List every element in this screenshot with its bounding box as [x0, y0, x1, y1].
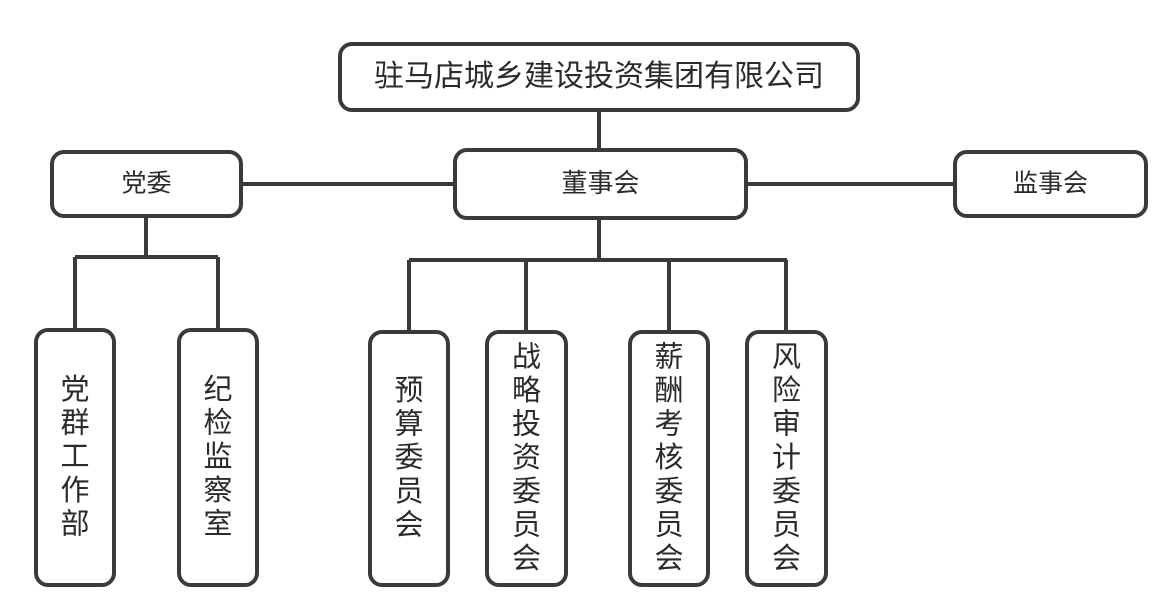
node-compensation_assessment_committee[interactable]: 薪酬考核委员会 [628, 330, 710, 587]
node-label-strategic_investment_committee: 战略投资委员会 [512, 340, 541, 575]
node-risk_audit_committee[interactable]: 风险审计委员会 [745, 330, 828, 587]
node-box-compensation_assessment_committee[interactable] [628, 330, 710, 587]
node-box-discipline_inspection_office[interactable] [177, 328, 259, 587]
node-box-board_of_supervisors[interactable] [953, 150, 1148, 218]
node-party_mass_work_dept[interactable]: 党群工作部 [34, 328, 116, 587]
node-box-root[interactable] [338, 42, 860, 112]
node-label-discipline_inspection_office: 纪检监察室 [203, 373, 232, 541]
node-box-strategic_investment_committee[interactable] [485, 330, 568, 587]
node-board_of_directors[interactable]: 董事会 [453, 148, 748, 220]
node-label-risk_audit_committee: 风险审计委员会 [772, 341, 801, 575]
node-label-compensation_assessment_committee: 薪酬考核委员会 [654, 340, 683, 575]
node-party_committee[interactable]: 党委 [50, 150, 243, 218]
node-label-board_of_directors: 董事会 [561, 168, 639, 198]
node-board_of_supervisors[interactable]: 监事会 [953, 150, 1148, 218]
node-box-board_of_directors[interactable] [453, 148, 748, 220]
node-root[interactable]: 驻马店城乡建设投资集团有限公司 [338, 42, 860, 112]
node-box-budget_committee[interactable] [368, 330, 450, 587]
node-strategic_investment_committee[interactable]: 战略投资委员会 [485, 330, 568, 587]
node-label-board_of_supervisors: 监事会 [1013, 170, 1088, 198]
node-box-party_mass_work_dept[interactable] [34, 328, 116, 587]
node-discipline_inspection_office[interactable]: 纪检监察室 [177, 328, 259, 587]
node-budget_committee[interactable]: 预算委员会 [368, 330, 450, 587]
node-label-root: 驻马店城乡建设投资集团有限公司 [374, 60, 824, 93]
node-label-budget_committee: 预算委员会 [394, 375, 423, 542]
connectors-layer [73, 112, 953, 330]
node-box-risk_audit_committee[interactable] [745, 330, 828, 587]
node-label-party_mass_work_dept: 党群工作部 [60, 373, 89, 541]
node-box-party_committee[interactable] [50, 150, 243, 218]
node-label-party_committee: 党委 [121, 170, 171, 198]
